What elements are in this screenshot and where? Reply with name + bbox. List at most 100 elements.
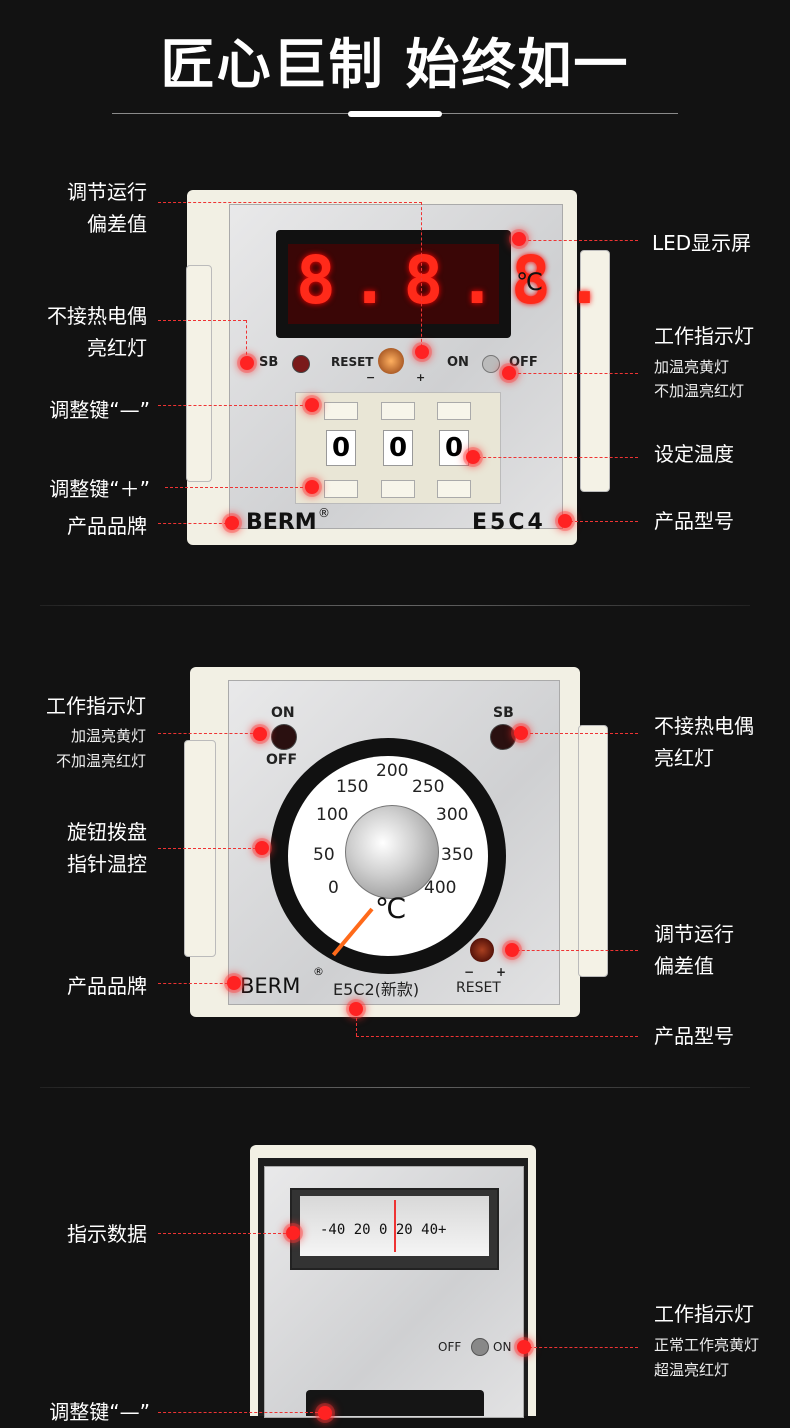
callout-indicator-data: 指示数据: [67, 1222, 147, 1246]
callout-over-temp-red: 超温亮红灯: [654, 1361, 730, 1379]
device2-off-label: OFF: [266, 752, 298, 768]
device2-model: E5C2(新款): [333, 980, 420, 999]
device2-section: ON OFF SB 0 50 100 150 200 250 300 350 4…: [0, 660, 790, 1060]
device1-plus-key-2[interactable]: [381, 480, 415, 498]
device2-on-label: ON: [271, 705, 295, 721]
device2-reset-knob[interactable]: [470, 938, 494, 962]
device2-registered-mark: ®: [313, 965, 324, 978]
device1-sb-led: [292, 355, 310, 373]
callout-dot: [558, 514, 572, 528]
device1-left-clip: [186, 265, 212, 482]
device1-minus-key-1[interactable]: [324, 402, 358, 420]
device1-display-unit: ℃: [516, 268, 543, 296]
device3-on-label: ON: [493, 1340, 512, 1354]
callout-adjust-deviation-2a: 调节运行: [654, 922, 734, 946]
page-title: 匠心巨制 始终如一: [160, 33, 630, 96]
leader-line: [158, 1412, 318, 1413]
leader-line: [421, 202, 422, 352]
callout-heating-yellow-2: 加温亮黄灯: [70, 727, 146, 745]
device1-reset-label: RESET: [331, 355, 374, 369]
title-accent-bar: [348, 111, 442, 117]
device2-reset-minus: −: [464, 965, 475, 979]
leader-line: [158, 320, 246, 321]
device3-meter-face: -40 20 0 20 40+: [300, 1196, 489, 1256]
dial-number: 350: [441, 845, 474, 865]
callout-no-thermocouple-1: 不接热电偶: [47, 304, 147, 328]
device2-reset-label: RESET: [456, 980, 501, 996]
callout-dot: [415, 345, 429, 359]
leader-line: [356, 1036, 638, 1037]
leader-line: [158, 523, 232, 524]
device2-dial-unit: ℃: [375, 892, 407, 925]
callout-brand-2: 产品品牌: [67, 974, 147, 998]
callout-led-screen: LED显示屏: [652, 231, 752, 255]
device1-reset-knob[interactable]: [378, 348, 404, 374]
callout-no-thermocouple-2a: 不接热电偶: [654, 714, 754, 738]
callout-dot: [255, 841, 269, 855]
callout-dot: [318, 1406, 332, 1420]
callout-not-heating-red: 不加温亮红灯: [654, 382, 745, 400]
device1-led-display: 8.8.8.: [276, 230, 604, 338]
device1-digit-1[interactable]: 0: [326, 430, 356, 466]
device3-work-led: [471, 1338, 489, 1356]
callout-dot: [227, 976, 241, 990]
device1-minus-key-3[interactable]: [437, 402, 471, 420]
leader-line: [165, 487, 313, 488]
device1-reset-plus: +: [416, 371, 426, 384]
device1-reset-minus: −: [366, 371, 376, 384]
device1-minus-key-2[interactable]: [381, 402, 415, 420]
device1-plus-key-1[interactable]: [324, 480, 358, 498]
leader-line: [158, 202, 422, 203]
dial-number: 100: [316, 805, 349, 825]
device1-registered-mark: ®: [318, 506, 330, 520]
device3-section: -40 20 0 20 40+ OFF ON 指示数据 工作指示灯 正常工作亮黄…: [0, 1140, 790, 1424]
callout-set-temperature: 设定温度: [654, 442, 734, 466]
device1-plus-key-3[interactable]: [437, 480, 471, 498]
callout-dot: [286, 1226, 300, 1240]
device1-work-led: [482, 355, 500, 373]
device2-brand: BERM: [240, 974, 301, 998]
callout-minus-key-3: 调整键“—”: [49, 1400, 150, 1424]
callout-dot: [225, 516, 239, 530]
device1-digit-3[interactable]: 0: [439, 430, 469, 466]
section-divider: [40, 1087, 750, 1088]
callout-model: 产品型号: [654, 509, 734, 533]
callout-model-2: 产品型号: [654, 1024, 734, 1048]
leader-line: [158, 1233, 291, 1234]
device1-digit-2[interactable]: 0: [383, 430, 413, 466]
callout-brand: 产品品牌: [67, 514, 147, 538]
device3-thumbwheel-block: [306, 1390, 484, 1416]
leader-line: [524, 1347, 638, 1348]
callout-dot: [305, 398, 319, 412]
callout-knob-dial-1: 旋钮拨盘: [67, 820, 147, 844]
leader-line: [246, 320, 247, 360]
device1-display-digits: 8.8.8.: [296, 242, 619, 319]
leader-line: [508, 373, 638, 374]
device1-sb-label: SB: [259, 355, 279, 370]
device1-on-label: ON: [447, 355, 469, 370]
callout-no-thermocouple-2b: 亮红灯: [654, 746, 714, 770]
callout-work-indicator-2: 工作指示灯: [46, 694, 146, 718]
callout-knob-dial-2: 指针温控: [67, 852, 147, 876]
dial-number: 0: [328, 878, 339, 898]
callout-dot: [466, 450, 480, 464]
section-divider: [40, 605, 750, 606]
dial-number: 400: [424, 878, 457, 898]
device3-meter-needle: [394, 1200, 396, 1252]
callout-adjust-deviation-2b: 偏差值: [654, 954, 714, 978]
callout-dot: [517, 1340, 531, 1354]
callout-normal-yellow: 正常工作亮黄灯: [654, 1336, 760, 1354]
device1-model: E5C4: [472, 510, 546, 535]
leader-line: [356, 1008, 357, 1036]
device2-sb-label: SB: [493, 705, 514, 721]
dial-number: 200: [376, 761, 409, 781]
device1-section: 8.8.8. ℃ SB RESET − + ON OFF 0 0 0 BERM …: [0, 180, 790, 560]
device2-setting-knob[interactable]: [345, 805, 439, 899]
callout-dot: [253, 727, 267, 741]
dial-number: 150: [336, 777, 369, 797]
callout-plus-key: 调整键“＋”: [49, 477, 150, 501]
device2-work-led: [271, 724, 297, 750]
callout-not-heating-red-2: 不加温亮红灯: [55, 752, 146, 770]
device3-meter-window: -40 20 0 20 40+: [290, 1188, 499, 1270]
leader-line: [473, 457, 638, 458]
